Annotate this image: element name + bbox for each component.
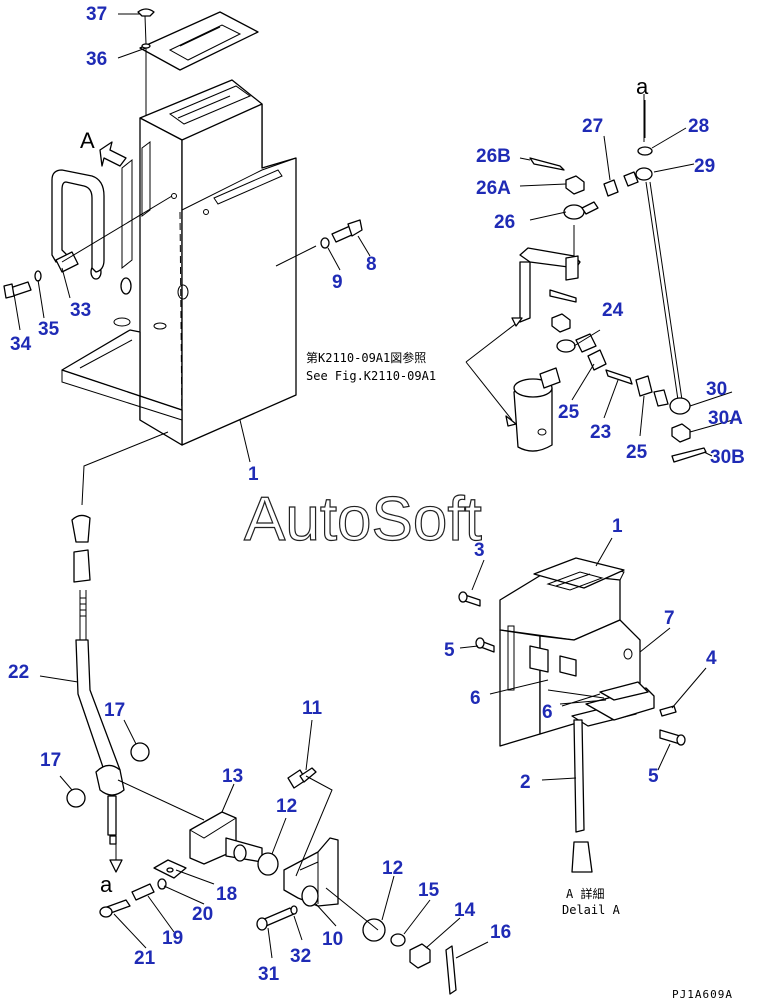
part-label-29: 29 <box>694 156 715 177</box>
part-label-25-a: 25 <box>558 402 580 423</box>
connector-label-top: a <box>636 74 649 99</box>
part-label-8: 8 <box>366 254 377 275</box>
part-label-19: 19 <box>162 928 183 949</box>
detail-a <box>458 557 686 873</box>
part-label-14: 14 <box>454 900 476 921</box>
part-label-30B: 30B <box>710 447 745 468</box>
part-label-35: 35 <box>38 319 60 340</box>
part-label-2: 2 <box>520 772 531 793</box>
part-label-5-b: 5 <box>648 766 659 787</box>
part-label-6-b: 6 <box>542 702 553 723</box>
part-label-20: 20 <box>192 904 213 925</box>
part-label-24: 24 <box>602 300 624 321</box>
detail-caption-line2: Delail A <box>562 903 621 917</box>
part-label-18: 18 <box>216 884 237 905</box>
part-label-21: 21 <box>134 948 156 969</box>
control-box <box>61 11 297 446</box>
part-label-3: 3 <box>474 540 485 561</box>
part-label-10: 10 <box>322 929 343 950</box>
part-label-37: 37 <box>86 4 107 25</box>
bolt-8 <box>320 219 363 249</box>
part-label-17-b: 17 <box>40 750 61 771</box>
part-label-15: 15 <box>418 880 440 901</box>
reference-note-line1: 第K2110-09A1図参照 <box>306 350 426 365</box>
drawing-code: PJ1A609A <box>672 988 733 1001</box>
part-label-30A: 30A <box>708 408 743 429</box>
part-label-17-a: 17 <box>104 700 125 721</box>
reference-note-line2: See Fig.K2110-09A1 <box>306 369 436 383</box>
part-label-25-b: 25 <box>626 442 648 463</box>
bolt-34 <box>3 270 42 299</box>
detail-caption-line1: A 詳細 <box>566 886 604 901</box>
screw-37 <box>137 8 155 49</box>
part-label-33: 33 <box>70 300 91 321</box>
part-label-23: 23 <box>590 422 611 443</box>
lever-mechanism <box>66 514 457 995</box>
part-label-5-a: 5 <box>444 640 455 661</box>
part-label-36: 36 <box>86 49 107 70</box>
part-label-22: 22 <box>8 662 29 683</box>
view-arrow-label: A <box>80 128 95 153</box>
part-label-12-b: 12 <box>382 858 403 879</box>
part-label-7: 7 <box>664 608 675 629</box>
linkage-assembly <box>513 146 707 463</box>
part-label-6-a: 6 <box>470 688 481 709</box>
part-label-26: 26 <box>494 212 515 233</box>
part-label-32: 32 <box>290 946 311 967</box>
watermark: AutoSoft <box>244 485 482 554</box>
part-label-30: 30 <box>706 379 727 400</box>
part-label-13: 13 <box>222 766 243 787</box>
part-label-12-a: 12 <box>276 796 297 817</box>
view-arrow-a <box>99 141 127 167</box>
part-label-34: 34 <box>10 334 32 355</box>
part-label-31: 31 <box>258 964 280 985</box>
part-label-1-main: 1 <box>248 464 259 485</box>
part-label-1-detail: 1 <box>612 516 623 537</box>
part-label-4: 4 <box>706 648 717 669</box>
connector-label-bottom: a <box>100 872 113 897</box>
part-label-9: 9 <box>332 272 343 293</box>
part-label-27: 27 <box>582 116 603 137</box>
part-label-11: 11 <box>302 698 323 719</box>
part-label-26B: 26B <box>476 146 511 167</box>
part-label-16: 16 <box>490 922 511 943</box>
grab-handle <box>51 169 105 273</box>
part-label-26A: 26A <box>476 178 511 199</box>
part-label-28: 28 <box>688 116 709 137</box>
